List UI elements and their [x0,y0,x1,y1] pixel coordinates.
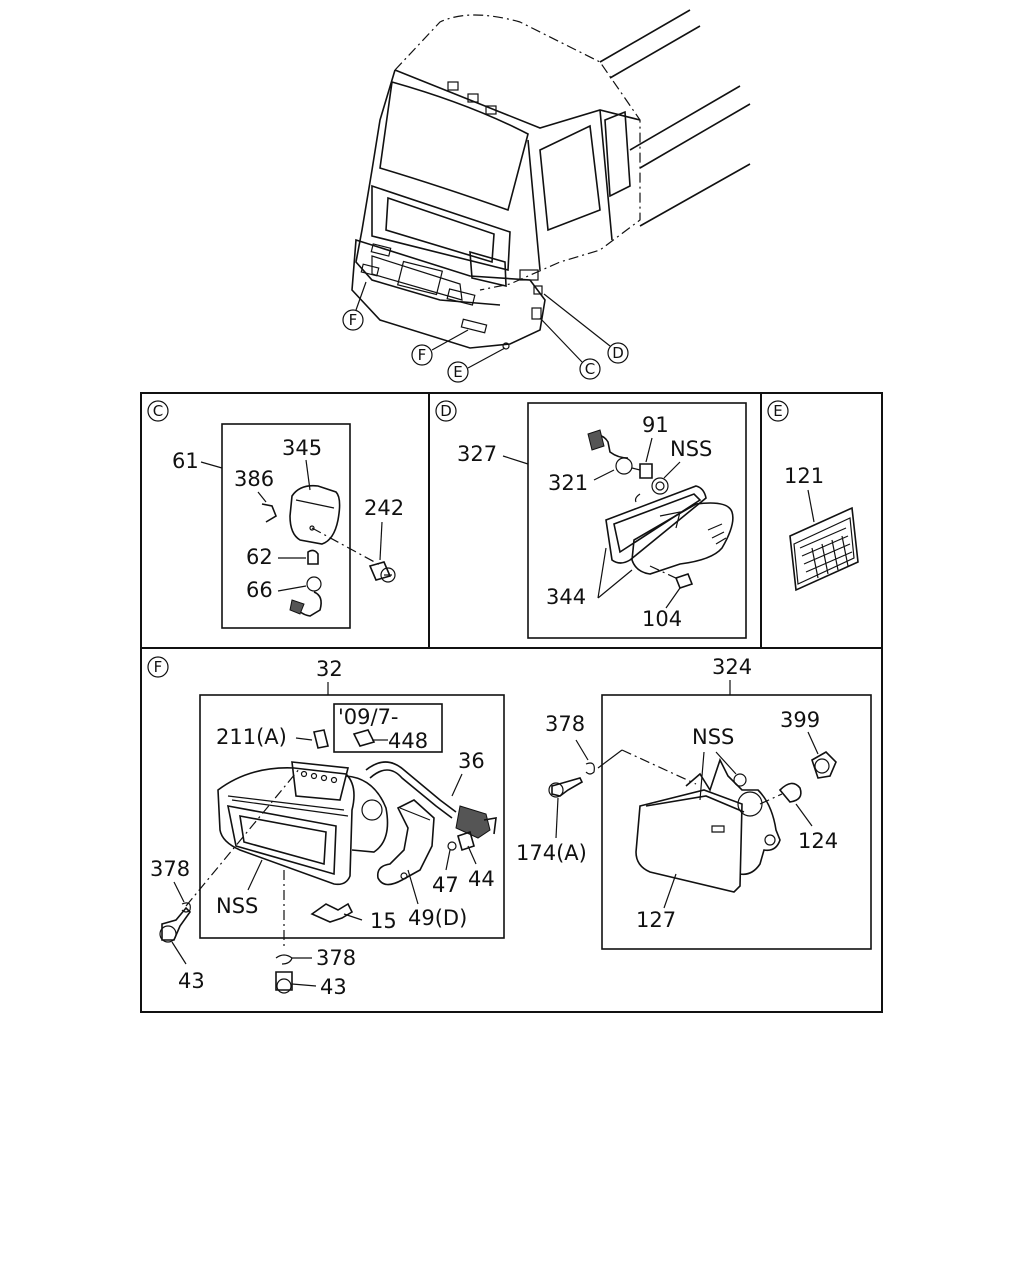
label-nss-d: NSS [670,437,712,461]
panel-c: C 61 345 386 242 62 66 [147,400,404,629]
label-15: 15 [370,909,397,933]
label-43-left: 43 [178,969,205,993]
label-36: 36 [458,749,485,773]
label-386: 386 [234,467,274,491]
bracket-49d [376,799,435,886]
label-448: 448 [388,729,428,753]
bulb-15 [310,902,354,923]
panel-c-tag: C [153,402,163,420]
fog-lamp-left [217,767,355,886]
panel-d-tag: D [440,402,452,420]
label-327: 327 [457,442,497,466]
screw-242 [368,561,392,581]
reflector-121 [789,506,859,592]
label-124: 124 [798,829,838,853]
label-344: 344 [546,585,586,609]
label-66: 66 [246,578,273,602]
date-note: '09/7- [338,705,399,729]
label-127: 127 [636,908,676,932]
side-turn-lens [605,485,707,564]
panel-frames [140,392,883,1013]
label-242: 242 [364,496,404,520]
panel-e-tag: E [773,402,782,420]
panel-f-tag: F [154,658,163,676]
side-lamp-housing [289,484,341,545]
label-32: 32 [316,657,343,681]
panel-d: D 327 91 NSS 321 344 104 [435,400,747,639]
callout-f-bottom: F [418,346,427,364]
bulb-62 [307,549,319,565]
clip-386 [261,503,277,523]
screw-104 [674,573,694,589]
callout-d: D [612,344,624,362]
callout-e: E [453,363,462,381]
label-321: 321 [548,471,588,495]
label-121: 121 [784,464,824,488]
callout-f-left: F [349,311,358,329]
fog-lamp-right [635,789,743,893]
label-nss-right: NSS [692,725,734,749]
callout-c: C [585,360,595,378]
label-49d: 49(D) [408,906,467,930]
label-47: 47 [432,873,459,897]
label-91: 91 [642,413,669,437]
label-43-bottom: 43 [320,975,347,999]
label-61: 61 [172,449,199,473]
label-324: 324 [712,655,752,679]
label-378-bottom: 378 [316,946,356,970]
label-174a: 174(A) [516,841,587,865]
label-104: 104 [642,607,682,631]
bulb-91 [639,463,653,479]
label-345: 345 [282,436,322,460]
truck-illustration [351,9,751,350]
panel-f: F 32 '09/7- 448 211(A) 36 [147,655,872,999]
label-62: 62 [246,545,273,569]
label-44: 44 [468,867,495,891]
label-399: 399 [780,708,820,732]
label-378-top: 378 [545,712,585,736]
label-211a: 211(A) [216,725,287,749]
bulb-124 [778,782,802,803]
truck-callouts: F F E C D [342,281,629,383]
label-378-left: 378 [150,857,190,881]
panel-e: E 121 [767,400,859,592]
label-nss-left: NSS [216,894,258,918]
